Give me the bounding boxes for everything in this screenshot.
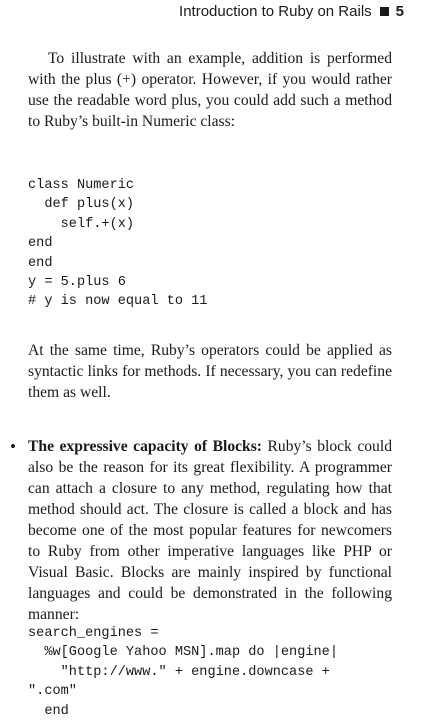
- page-number: 5: [395, 3, 404, 20]
- bullet-item-blocks: The expressive capacity of Blocks: Ruby’…: [28, 436, 392, 625]
- paragraph-addition-example: To illustrate with an example, addition …: [28, 50, 392, 130]
- bullet-marker: •: [10, 437, 16, 456]
- running-head-title: Introduction to Ruby on Rails: [179, 3, 372, 20]
- code-block-numeric-plus: class Numeric def plus(x) self.+(x) end …: [28, 178, 208, 310]
- bullet-lead-text: The expressive capacity of Blocks:: [28, 438, 262, 455]
- paragraph-operators: At the same time, Ruby’s operators could…: [28, 342, 392, 401]
- running-head: Introduction to Ruby on Rails 5: [0, 2, 404, 22]
- bullet-body-text: Ruby’s block could also be the reason fo…: [28, 438, 392, 623]
- code-block-search-engines: search_engines = %w[Google Yahoo MSN].ma…: [28, 626, 338, 719]
- square-separator-icon: [379, 7, 389, 17]
